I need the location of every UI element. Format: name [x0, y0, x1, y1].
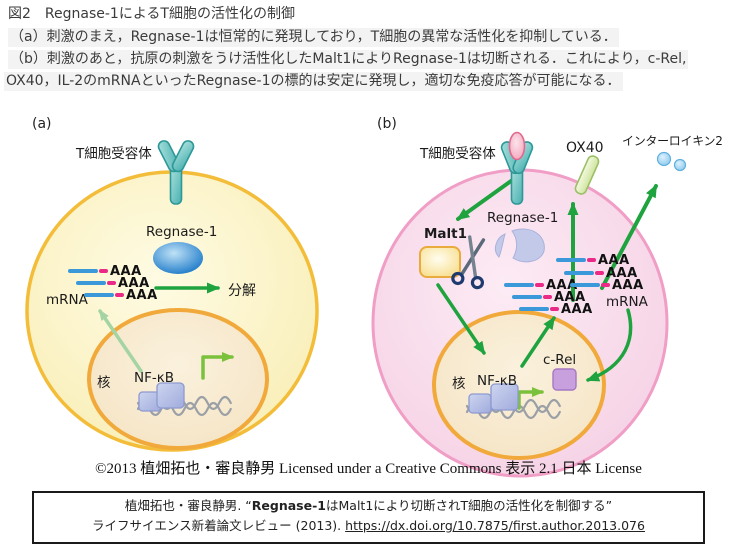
panel-b-label: (b): [377, 116, 397, 132]
citation-title-line: 植畑拓也・審良静男. “Regnase-1はMalt1により切断されT細胞の活性…: [124, 498, 613, 513]
citation-box: 植畑拓也・審良静男. “Regnase-1はMalt1により切断されT細胞の活性…: [32, 491, 705, 544]
caption-line-b2: OX40，IL-2のmRNAといったRegnase-1の標的は安定に発現し，適切…: [4, 72, 623, 91]
scissors-icon: [451, 235, 486, 290]
doi-link[interactable]: https://dx.doi.org/10.7875/first.author.…: [345, 518, 645, 533]
mrna-to-il2-arrow: [600, 184, 658, 290]
nucleus-to-mrna-arrow-a: [98, 309, 143, 373]
malt1-enzyme: [419, 246, 461, 278]
receptor-to-malt1-arrow: [456, 179, 513, 221]
crel-label: c-Rel: [543, 352, 577, 368]
il2-molecules: [656, 151, 687, 172]
mrna-strand: AAA: [564, 266, 638, 281]
mrna-strand: AAA: [570, 278, 644, 293]
regnase1-protein-a: [153, 242, 203, 274]
nucleus-label-b: 核: [452, 376, 466, 392]
regnase-label-a: Regnase-1: [146, 224, 218, 240]
transcription-arrow-a: [201, 352, 234, 380]
panel-a-label: (a): [32, 116, 52, 132]
license-line: ©2013 植畑拓也・審良静男 Licensed under a Creativ…: [95, 461, 642, 477]
tcr-receptor-b: [500, 141, 534, 205]
mrna-label-a: mRNA: [46, 292, 88, 308]
regnase-label-b: Regnase-1: [487, 210, 559, 226]
nfkb-to-mrna-arrow: [520, 316, 556, 368]
crel-protein: [552, 368, 577, 391]
nucleus-label-a: 核: [97, 375, 111, 391]
nfkb-complex-a: [138, 382, 185, 412]
mrna-label-b: mRNA: [606, 294, 648, 310]
nfkb-label-a: NF-κB: [134, 370, 174, 386]
ox40-receptor: [574, 155, 600, 195]
degradation-label: 分解: [228, 283, 256, 299]
mrna-strand: AAA: [84, 288, 158, 303]
regnase1-cleaved-b: [494, 228, 545, 263]
mrna-strand: AAA: [512, 290, 586, 305]
mrna-strand: AAA: [76, 276, 150, 291]
mrna-strand: AAA: [504, 278, 578, 293]
malt1-to-nfkb-arrow: [436, 283, 486, 355]
citation-journal-line: ライフサイエンス新着論文レビュー (2013). https://dx.doi.…: [92, 518, 645, 533]
il2-label: インターロイキン2: [622, 134, 723, 148]
mrna-strand: AAA: [68, 264, 142, 279]
receptor-label-b: T細胞受容体: [420, 146, 496, 162]
figure-title: 図2 Regnase-1によるT細胞の活性化の制御: [8, 6, 295, 22]
tcr-receptor-a: [157, 140, 195, 205]
nfkb-label-b: NF-κB: [477, 373, 517, 389]
nucleus-a: [87, 308, 269, 450]
mrna-to-crel-arrow: [586, 308, 633, 382]
receptor-label-a: T細胞受容体: [76, 146, 152, 162]
caption-line-a: （a）刺激のまえ，Regnase-1は恒常的に発現しており，T細胞の異常な活性化…: [8, 28, 619, 47]
antigen: [508, 131, 526, 161]
nfkb-complex-b: [468, 383, 519, 414]
ox40-label: OX40: [566, 140, 604, 156]
malt1-label: Malt1: [424, 226, 468, 242]
mrna-strand: AAA: [519, 302, 593, 317]
mrna-strand: AAA: [556, 253, 630, 268]
transcription-arrow-b: [517, 387, 544, 410]
caption-line-b1: （b）刺激のあと，抗原の刺激をうけ活性化したMalt1によりRegnase-1は…: [8, 50, 689, 69]
